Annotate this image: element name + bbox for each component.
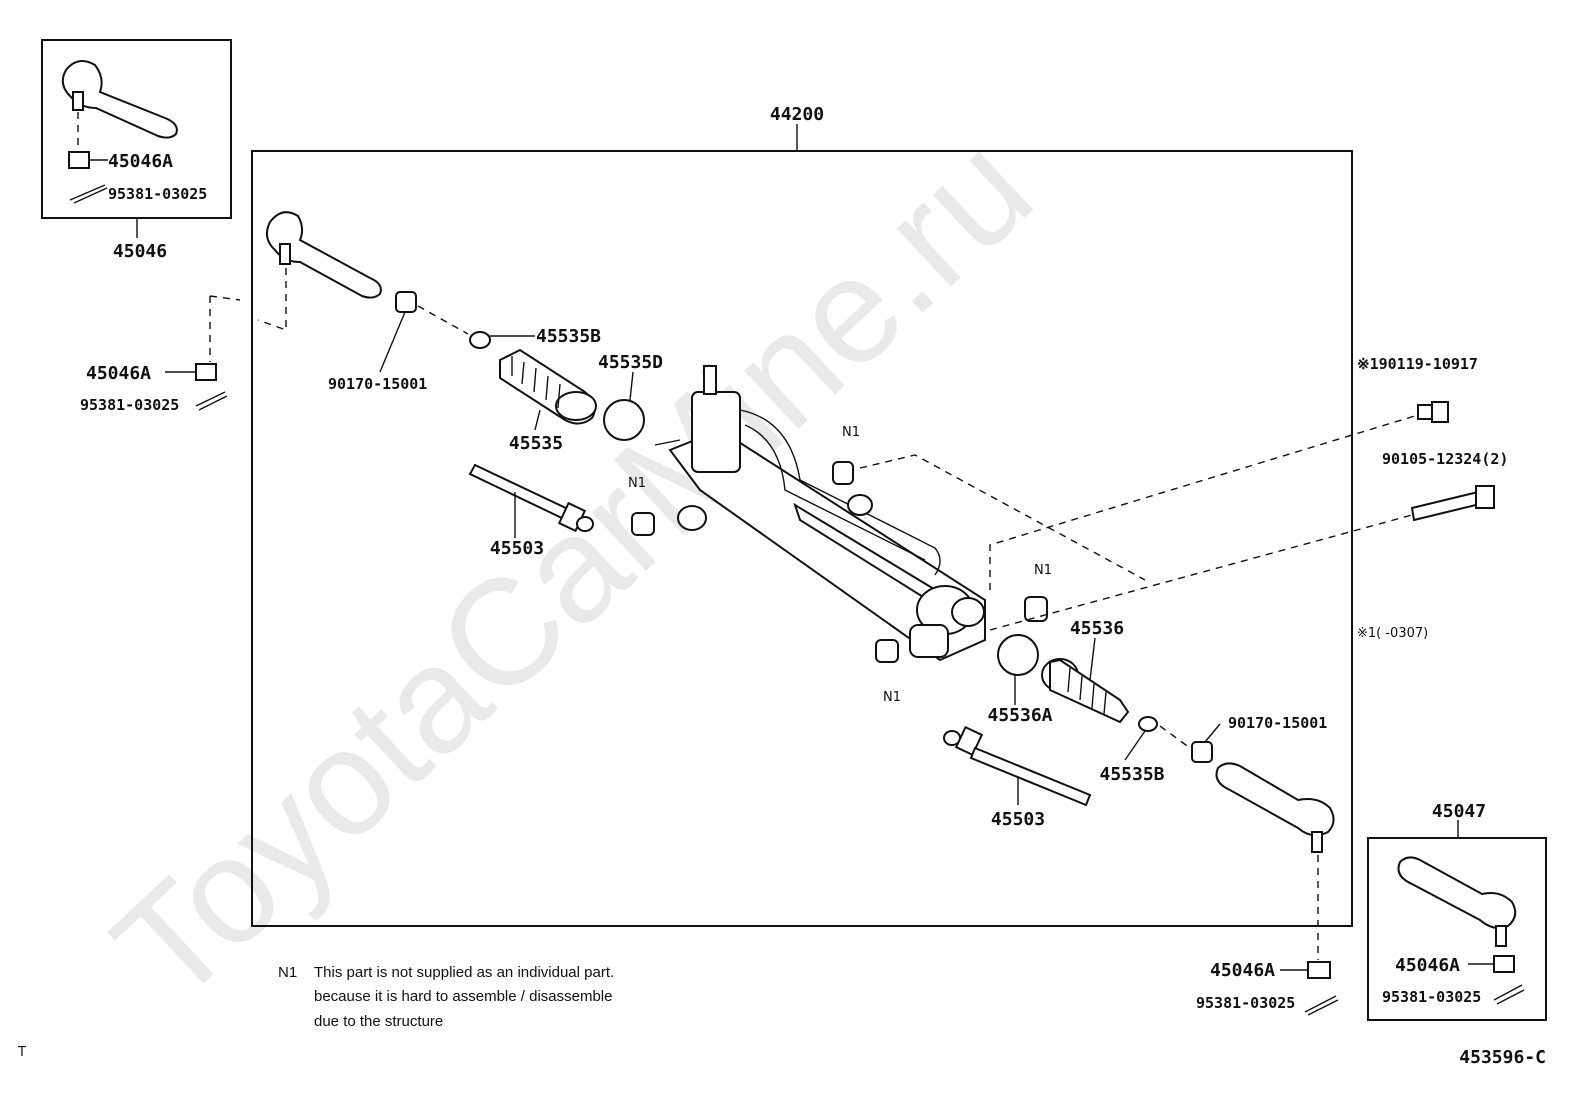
clamp-left-label[interactable]: 45535B bbox=[536, 326, 601, 347]
n1-part-d-icon bbox=[875, 639, 899, 663]
band-left-icon bbox=[603, 399, 645, 441]
n1-label-c[interactable]: N1 bbox=[1034, 563, 1052, 578]
left-nut-icon bbox=[195, 363, 217, 381]
bushing-left-icon bbox=[395, 291, 417, 313]
note-line-1: This part is not supplied as an individu… bbox=[314, 964, 614, 981]
boot-left-icon bbox=[499, 348, 597, 425]
assembly-frame bbox=[251, 150, 1353, 927]
rod-left-label[interactable]: 45503 bbox=[490, 538, 544, 559]
inner-rod-right-icon bbox=[943, 725, 1092, 807]
tie-rod-end-right bbox=[1215, 762, 1335, 837]
n1-label-d[interactable]: N1 bbox=[883, 690, 901, 705]
note-line-2: because it is hard to assemble / disasse… bbox=[314, 988, 612, 1005]
boot-right-label[interactable]: 45536 bbox=[1070, 618, 1124, 639]
tie-rod-end-right-inset bbox=[1397, 856, 1517, 929]
inset-left-nut-label[interactable]: 45046A bbox=[108, 151, 173, 172]
footnote-ref-label[interactable]: ※1( -0307) bbox=[1357, 626, 1428, 641]
diagram-id: 453596-C bbox=[1459, 1047, 1546, 1068]
inset-left-assembly-label[interactable]: 45046 bbox=[113, 241, 167, 262]
bushing-right-label[interactable]: 90170-15001 bbox=[1228, 714, 1327, 732]
inset-right: 45047 45046A 95381-03025 bbox=[1367, 801, 1547, 1021]
note-code: N1 bbox=[278, 964, 297, 981]
corner-mark: T bbox=[17, 1045, 26, 1060]
n1-part-a-icon bbox=[832, 461, 854, 485]
inset-right-nut-label[interactable]: 45046A bbox=[1395, 955, 1460, 976]
n1-part-c-icon bbox=[1024, 596, 1048, 622]
bushing-left-label[interactable]: 90170-15001 bbox=[328, 375, 427, 393]
inset-right-assembly-label[interactable]: 45047 bbox=[1432, 801, 1486, 822]
n1-label-a[interactable]: N1 bbox=[842, 425, 860, 440]
inset-right-nut-icon bbox=[1493, 955, 1515, 973]
rod-right-label[interactable]: 45503 bbox=[991, 809, 1045, 830]
boot-right-icon bbox=[1041, 658, 1130, 724]
note-line-3: due to the structure bbox=[314, 1013, 443, 1030]
right-pin-label[interactable]: 95381-03025 bbox=[1196, 994, 1295, 1012]
note-block: N1 This part is not supplied as an indiv… bbox=[278, 964, 614, 1030]
bolt-2-label[interactable]: 90105-12324(2) bbox=[1382, 450, 1508, 468]
right-nut-label[interactable]: 45046A bbox=[1210, 960, 1275, 981]
bolt-1-icon bbox=[1417, 401, 1449, 423]
n1-label-b[interactable]: N1 bbox=[628, 476, 646, 491]
inner-rod-left-icon bbox=[468, 463, 594, 533]
boot-left-label[interactable]: 45535 bbox=[509, 433, 563, 454]
cotter-pin-icon bbox=[69, 184, 108, 204]
castle-nut-icon bbox=[68, 151, 90, 169]
steering-rack-icon bbox=[654, 365, 986, 662]
bushing-right-icon bbox=[1191, 741, 1213, 763]
n1-part-b-icon bbox=[631, 512, 655, 536]
band-right-label[interactable]: 45536A bbox=[987, 705, 1052, 726]
clamp-right-label[interactable]: 45535B bbox=[1099, 764, 1164, 785]
left-nut-label[interactable]: 45046A bbox=[86, 363, 151, 384]
bolt-1-label[interactable]: ※190119-10917 bbox=[1357, 355, 1478, 373]
inset-left: 45046A 95381-03025 45046 bbox=[41, 39, 232, 262]
tie-rod-end-left-inset bbox=[61, 60, 178, 139]
right-nut-icon bbox=[1307, 961, 1331, 979]
bolt-2-icon bbox=[1410, 485, 1495, 522]
clamp-right-icon bbox=[1138, 716, 1158, 732]
inset-right-pin-label[interactable]: 95381-03025 bbox=[1382, 988, 1481, 1006]
inset-left-pin-label[interactable]: 95381-03025 bbox=[108, 185, 207, 203]
left-pin-label[interactable]: 95381-03025 bbox=[80, 396, 179, 414]
clamp-left-icon bbox=[469, 331, 491, 349]
tie-rod-end-left bbox=[265, 211, 382, 299]
band-right-icon bbox=[997, 634, 1039, 676]
assembly-part-number[interactable]: 44200 bbox=[770, 104, 824, 125]
band-left-label[interactable]: 45535D bbox=[598, 352, 663, 373]
